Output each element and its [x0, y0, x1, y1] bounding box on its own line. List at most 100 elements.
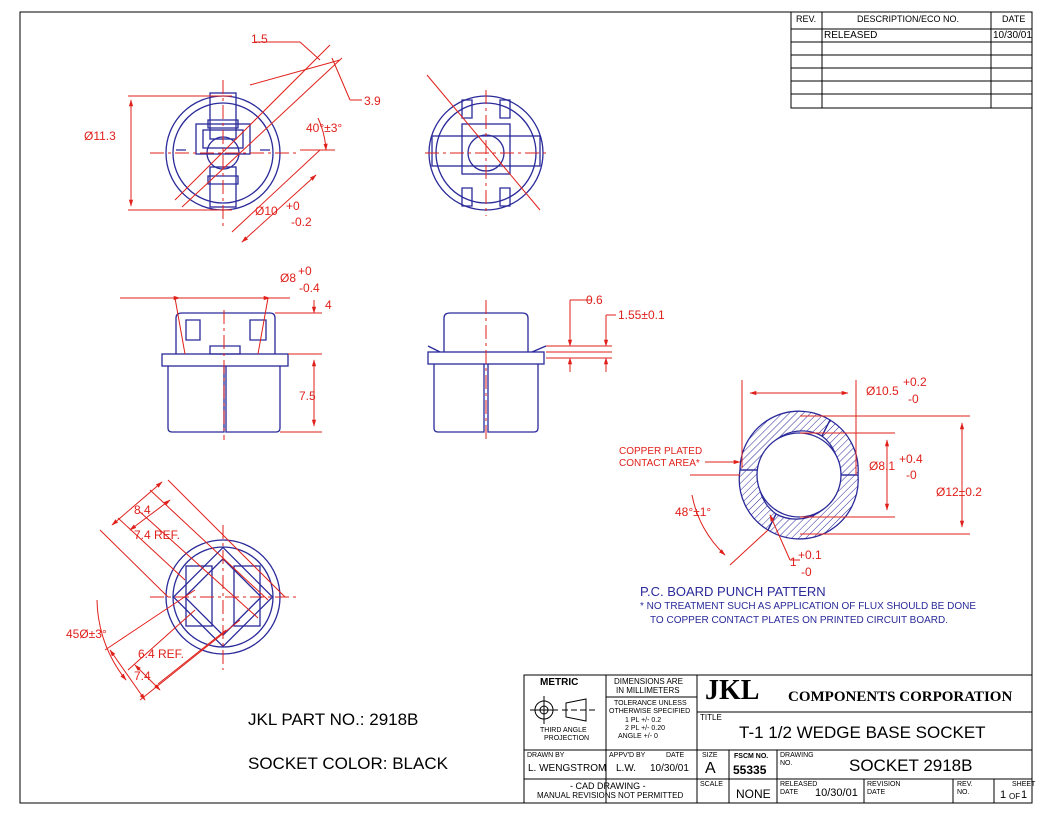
dim-1-plus: +0.1 — [798, 548, 822, 562]
sheet-num: 1 — [1000, 789, 1007, 801]
dim-dia-8-1: Ø8.1 — [869, 459, 896, 473]
cad-drawing-1: - CAD DRAWING - — [570, 781, 646, 791]
dim-angle-40: 40°±3° — [306, 121, 343, 135]
part-number: JKL PART NO.: 2918B — [248, 710, 419, 729]
dim-dia-10-minus: -0.2 — [291, 215, 312, 229]
dim-1-5: 1.5 — [251, 32, 268, 46]
dim-dia-10-5: Ø10.5 — [866, 384, 899, 398]
tol-3: 1 PL +/- 0.2 — [625, 717, 662, 724]
pcb-note-2: TO COPPER CONTACT PLATES ON PRINTED CIRC… — [650, 615, 949, 626]
released-label-1: RELEASED — [780, 781, 818, 788]
third-angle-1: THIRD ANGLE — [540, 727, 587, 734]
dim-45-angle: 45Ø±3° — [66, 627, 107, 641]
sheet-label: SHEET — [1012, 781, 1036, 788]
bottom-view-dims — [96, 479, 296, 701]
tol-4: 2 PL +/- 0.20 — [625, 725, 666, 732]
drawn-by-value: L. WENGSTROM — [528, 763, 607, 774]
projection-symbol — [530, 696, 598, 724]
top-view-left-centerlines — [128, 41, 362, 243]
appvd-value: L.W. — [616, 763, 637, 774]
copper-label-1: COPPER PLATED — [619, 446, 703, 457]
size-label: SIZE — [702, 752, 718, 759]
cad-drawing-2: MANUAL REVISIONS NOT PERMITTED — [537, 791, 684, 800]
tol-1: TOLERANCE UNLESS — [614, 700, 687, 707]
dim-dia-10-5-plus: +0.2 — [903, 375, 927, 389]
socket-color: SOCKET COLOR: BLACK — [248, 754, 448, 773]
drawing-no-value: SOCKET 2918B — [849, 756, 973, 775]
fscm-value: 55335 — [733, 763, 767, 777]
top-view-right-centerlines — [425, 74, 550, 216]
title-block-grid — [523, 674, 1033, 804]
dim-1-55: 1.55±0.1 — [618, 308, 665, 322]
dim-3-9: 3.9 — [364, 94, 381, 108]
dim-dia-8-1-plus: +0.4 — [899, 452, 923, 466]
tol-2: OTHERWISE SPECIFIED — [609, 708, 691, 715]
dim-8-4: 8.4 — [134, 503, 151, 517]
dim-7-4-ref: 7.4 REF. — [134, 528, 181, 542]
dim-dia-8-minus: -0.4 — [299, 281, 320, 295]
dims-are-2: IN MILLIMETERS — [616, 686, 680, 695]
date-header: DATE — [1002, 14, 1026, 24]
dim-1: 1 — [790, 555, 797, 569]
drawn-by-label: DRAWN BY — [527, 752, 565, 759]
revision-row-date: 10/30/01 — [993, 30, 1032, 41]
rev-no-label-2: NO. — [957, 789, 970, 796]
pcb-title: P.C. BOARD PUNCH PATTERN — [640, 584, 826, 599]
side-view-left-dims — [120, 295, 322, 440]
sheet-of: OF — [1009, 792, 1021, 801]
side-view-left — [161, 312, 289, 433]
drawing-no-label-1: DRAWING — [780, 752, 814, 759]
dim-dia-10-5-minus: -0 — [908, 392, 919, 406]
dim-dia-10-plus: +0 — [286, 199, 300, 213]
dim-dia-8-plus: +0 — [298, 264, 312, 278]
dims-are-1: DIMENSIONS ARE — [614, 677, 683, 686]
dim-48-angle: 48°±1° — [675, 505, 712, 519]
side-view-right — [427, 312, 547, 433]
scale-label: SCALE — [700, 781, 723, 788]
tol-5: ANGLE +/- 0 — [618, 733, 658, 740]
size-value: A — [705, 760, 716, 777]
rev-no-label-1: REV. — [957, 781, 973, 788]
dim-4: 4 — [325, 298, 332, 312]
released-label-2: DATE — [780, 789, 799, 796]
sheet-border — [19, 11, 1033, 804]
company-name: COMPONENTS CORPORATION — [788, 689, 1013, 705]
dim-7-5: 7.5 — [299, 389, 316, 403]
appvd-label: APPV'D BY — [609, 752, 646, 759]
copper-label-2: CONTACT AREA* — [619, 458, 700, 469]
revision-block-grid — [790, 11, 1033, 109]
pcb-note-1: * NO TREATMENT SUCH AS APPLICATION OF FL… — [640, 601, 976, 612]
title-label: TITLE — [700, 713, 722, 722]
fscm-label: FSCM NO. — [734, 753, 769, 760]
bottom-view — [165, 539, 281, 655]
dim-dia-12: Ø12±0.2 — [936, 485, 982, 499]
dim-dia-11-3: Ø11.3 — [84, 129, 116, 143]
third-angle-2: PROJECTION — [544, 735, 590, 742]
title-value: T-1 1/2 WEDGE BASE SOCKET — [739, 723, 986, 742]
released-value: 10/30/01 — [815, 787, 858, 799]
pcb-pattern — [738, 410, 859, 540]
dim-6-4-ref: 6.4 REF. — [138, 647, 185, 661]
dim-dia-10: Ø10 — [255, 204, 278, 218]
side-view-right-dims — [485, 299, 616, 442]
dim-dia-8: Ø8 — [280, 271, 297, 285]
appvd-date-value: 10/30/01 — [650, 763, 689, 774]
appvd-date-label: DATE — [666, 752, 685, 759]
revision-date-label-2: DATE — [867, 789, 886, 796]
description-header: DESCRIPTION/ECO NO. — [857, 14, 960, 24]
dim-1-minus: -0 — [801, 565, 812, 579]
revision-row-description: RELEASED — [824, 30, 878, 41]
dim-dia-8-1-minus: -0 — [906, 468, 917, 482]
pcb-pattern-dims — [690, 380, 970, 566]
metric-label: METRIC — [540, 677, 579, 688]
revision-date-label-1: REVISION — [867, 781, 901, 788]
dim-0-6: 0.6 — [586, 293, 603, 307]
company-logo-jkl: JKL — [705, 675, 760, 706]
dim-7-4: 7.4 — [134, 669, 151, 683]
sheet-total: 1 — [1021, 789, 1028, 801]
rev-header: REV. — [796, 14, 817, 24]
drawing-no-label-2: NO. — [780, 760, 793, 767]
scale-value: NONE — [736, 787, 771, 801]
